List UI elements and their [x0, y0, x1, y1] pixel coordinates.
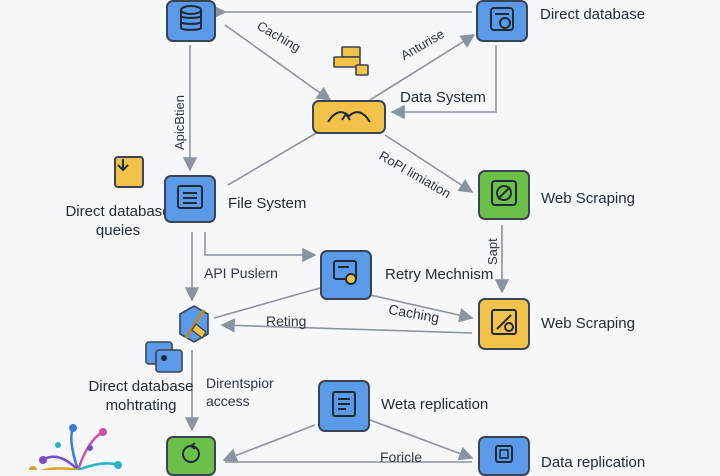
edge-ropi — [384, 134, 474, 193]
edge-anturise — [369, 34, 476, 101]
edge-label-api-puslern: API Puslern — [204, 265, 278, 281]
retry-mechanism-label: Retry Mechnism — [385, 266, 494, 283]
tools-icon — [489, 307, 519, 342]
chip-icon — [491, 441, 517, 472]
bottom-green-node[interactable] — [166, 436, 216, 476]
weta-replication-label: Weta replication — [381, 396, 489, 413]
globe-icon — [489, 178, 519, 213]
file-system-label: File System — [228, 195, 307, 212]
data-replication-node[interactable] — [478, 436, 530, 476]
weta-replication-node[interactable] — [318, 380, 370, 432]
data-system-label: Data System — [400, 89, 486, 106]
edge-retry-tool — [213, 287, 321, 319]
edge-label-apicbtien: ApicBtien — [172, 95, 187, 150]
edge-label-direntspior: Direntspior access — [206, 375, 274, 410]
edge-label-sapt: Sapt — [485, 238, 500, 265]
data-system-node[interactable] — [312, 100, 386, 134]
direct-db-queies-label: Direct database queies — [65, 203, 171, 239]
edge-caching — [224, 24, 332, 101]
web-scraping-node-2[interactable] — [478, 298, 530, 350]
web-scraping-label-2: Web Scraping — [541, 315, 635, 332]
edge-direct-db-data-system — [390, 45, 497, 120]
document-icon — [329, 389, 359, 424]
gear-icon — [331, 258, 361, 293]
edge-weta-green — [222, 424, 316, 463]
database-icon — [488, 5, 516, 38]
server-icon — [175, 182, 205, 217]
web-scraping-node-1[interactable] — [478, 170, 530, 220]
edge-foricle — [369, 419, 474, 461]
direct-database-label: Direct database — [540, 6, 646, 23]
file-system-node[interactable] — [164, 175, 216, 223]
download-icon — [114, 156, 144, 188]
edge-file-retry — [204, 232, 317, 263]
retry-mechanism-node[interactable] — [320, 250, 372, 300]
edge-reting — [220, 318, 473, 334]
edge-label-reting: Reting — [266, 313, 307, 329]
edge-label-foricle: Foricle — [380, 449, 423, 465]
cloud-icon — [324, 104, 374, 131]
direct-database-node[interactable] — [476, 0, 528, 42]
edge-retry-web — [369, 294, 474, 323]
web-scraping-label-1: Web Scraping — [541, 190, 635, 207]
data-replication-label: Data replication — [541, 454, 646, 471]
database-node-top[interactable] — [166, 0, 216, 42]
refresh-icon — [178, 441, 204, 472]
edge-ds-file — [227, 131, 319, 186]
database-icon — [178, 4, 204, 38]
direct-db-mohtrating-label: Direct database mohtrating — [88, 378, 194, 414]
